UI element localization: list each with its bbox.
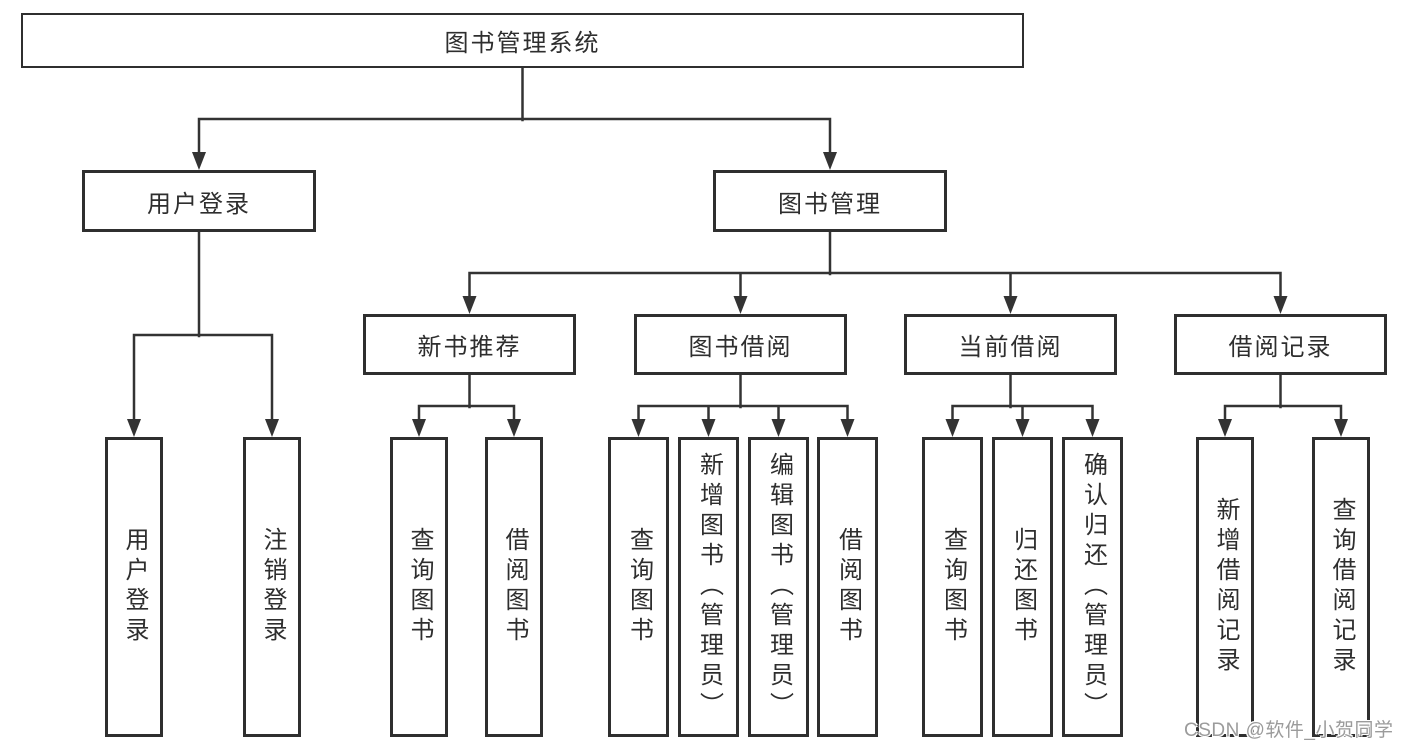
node-new-book-recommendation-label: 新书推荐	[417, 334, 522, 361]
node-book-management-label: 图书管理	[778, 190, 882, 218]
node-current-borrowing-label: 当前借阅	[958, 334, 1063, 361]
leaf-confirm-return-admin-label: 确认归还（管理员）	[1079, 452, 1107, 722]
leaf-user-login: 用户登录	[105, 437, 163, 737]
node-borrowing-records-label: 借阅记录	[1228, 334, 1333, 361]
node-book-borrowing: 图书借阅	[634, 314, 847, 375]
node-system-root: 图书管理系统	[21, 13, 1024, 68]
leaf-add-borrow-record: 新增借阅记录	[1196, 437, 1254, 737]
arrowhead-icon	[1273, 296, 1288, 314]
leaf-query-books-borrow: 查询图书	[608, 437, 669, 737]
leaf-query-borrow-record-label: 查询借阅记录	[1328, 497, 1355, 677]
leaf-borrow-books-recommend: 借阅图书	[485, 437, 543, 737]
leaf-edit-book-admin-label: 编辑图书（管理员）	[765, 452, 793, 722]
leaf-logout-label: 注销登录	[259, 527, 286, 647]
arrowhead-icon	[192, 152, 206, 170]
leaf-borrow-books-label: 借阅图书	[834, 527, 862, 647]
leaf-query-books-current: 查询图书	[922, 437, 983, 737]
arrowhead-icon	[733, 296, 748, 314]
leaf-query-books-recommend-label: 查询图书	[406, 527, 433, 647]
arrowhead-icon	[462, 296, 477, 314]
arrowhead-icon	[701, 419, 716, 437]
arrowhead-icon	[823, 152, 837, 170]
arrowhead-icon	[1003, 296, 1018, 314]
arrowhead-icon	[631, 419, 646, 437]
arrowhead-icon	[945, 419, 960, 437]
arrowhead-icon	[771, 419, 786, 437]
arrowhead-icon	[840, 419, 855, 437]
node-user-login-label: 用户登录	[147, 190, 251, 218]
leaf-add-borrow-record-label: 新增借阅记录	[1212, 497, 1239, 677]
leaf-query-books-borrow-label: 查询图书	[625, 527, 653, 647]
arrowhead-icon	[265, 419, 279, 437]
leaf-query-books-current-label: 查询图书	[939, 527, 967, 647]
leaf-query-borrow-record: 查询借阅记录	[1312, 437, 1370, 737]
node-book-management: 图书管理	[713, 170, 947, 232]
leaf-query-books-recommend: 查询图书	[390, 437, 448, 737]
leaf-add-book-admin-label: 新增图书（管理员）	[695, 452, 723, 722]
leaf-edit-book-admin: 编辑图书（管理员）	[748, 437, 809, 737]
leaf-confirm-return-admin: 确认归还（管理员）	[1062, 437, 1123, 737]
arrowhead-icon	[507, 419, 521, 437]
arrowhead-icon	[1015, 419, 1030, 437]
node-borrowing-records: 借阅记录	[1174, 314, 1387, 375]
node-system-root-label: 图书管理系统	[444, 30, 601, 57]
leaf-return-books-label: 归还图书	[1009, 527, 1037, 647]
leaf-return-books: 归还图书	[992, 437, 1053, 737]
leaf-user-login-label: 用户登录	[121, 527, 148, 647]
node-user-login: 用户登录	[82, 170, 316, 232]
arrowhead-icon	[1085, 419, 1100, 437]
arrowhead-icon	[412, 419, 426, 437]
leaf-add-book-admin: 新增图书（管理员）	[678, 437, 739, 737]
arrowhead-icon	[1334, 419, 1348, 437]
leaf-borrow-books: 借阅图书	[817, 437, 878, 737]
arrowhead-icon	[1218, 419, 1232, 437]
leaf-logout: 注销登录	[243, 437, 301, 737]
arrowhead-icon	[127, 419, 141, 437]
node-book-borrowing-label: 图书借阅	[688, 334, 793, 361]
leaf-borrow-books-recommend-label: 借阅图书	[501, 527, 528, 647]
node-new-book-recommendation: 新书推荐	[363, 314, 576, 375]
watermark: CSDN @软件_小贺同学	[1184, 720, 1394, 741]
node-current-borrowing: 当前借阅	[904, 314, 1117, 375]
